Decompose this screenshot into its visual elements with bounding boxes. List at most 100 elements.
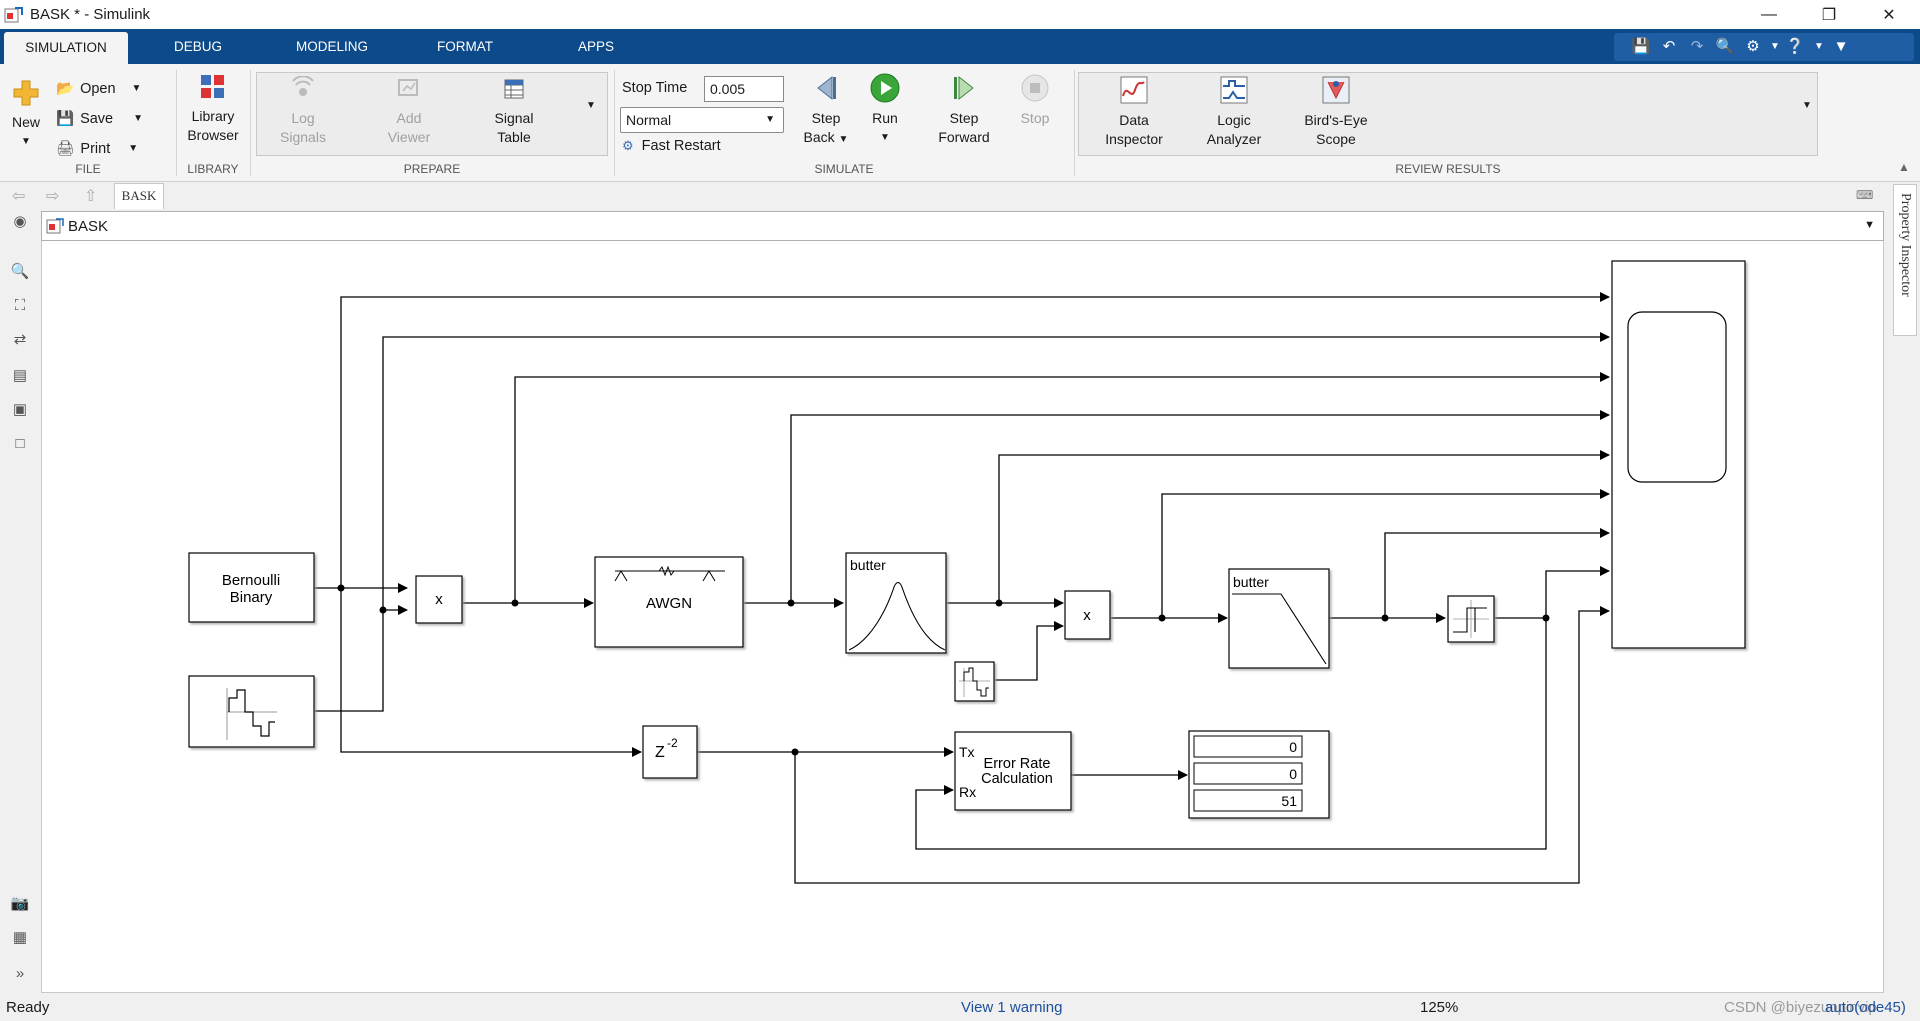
quick-access-toolbar: 💾 ↶ ↷ 🔍 ⚙ ▼ ❔ ▼ ▼ (1614, 33, 1914, 61)
keyboard-icon[interactable]: ⌨ (1856, 188, 1874, 202)
step-forward-button[interactable]: Step Forward (932, 72, 996, 147)
back-arrow-icon[interactable]: ⇦ (12, 188, 26, 205)
undo-icon[interactable]: ↶ (1662, 38, 1676, 55)
lowpass-filter-block[interactable]: butter (1228, 568, 1330, 669)
awgn-channel-block[interactable]: AWGN (594, 556, 744, 648)
canvas-palette: ◉ 🔍 ⛶ ⇄ ▤ ▣ □ 📷 ▦ » (0, 210, 41, 994)
stop-time-input[interactable]: 0.005 (704, 76, 784, 102)
save-button[interactable]: 💾Save▼ (56, 110, 144, 128)
image-icon[interactable]: ▣ (12, 401, 28, 418)
help-icon[interactable]: ❔ (1785, 38, 1805, 55)
ribbon-separator (614, 70, 615, 176)
tab-apps[interactable]: APPS (577, 39, 615, 54)
model-canvas[interactable]: Bernoulli Binary x AWGN butter x butter (41, 241, 1884, 993)
fast-restart-toggle[interactable]: ⚙Fast Restart (622, 138, 721, 154)
hide-explorer-icon[interactable]: ◉ (13, 213, 27, 230)
branch-point (337, 584, 345, 592)
carrier-source-2-block[interactable] (954, 661, 995, 702)
error-rate-calculation-block[interactable]: Tx Rx Error Rate Calculation (954, 731, 1072, 811)
library-group: Library Browser LIBRARY (176, 70, 250, 176)
print-button[interactable]: 🖨Print▼ (56, 140, 139, 158)
signal-line (514, 372, 1610, 603)
signal-line (998, 450, 1610, 603)
gallery-expand-icon[interactable]: ▼ (1802, 100, 1812, 111)
annotation-icon[interactable]: ▤ (12, 367, 28, 384)
product-block[interactable]: x (415, 575, 463, 624)
delay-exponent-label: -2 (667, 736, 678, 750)
property-inspector-tab[interactable]: Property Inspector (1893, 184, 1917, 336)
chevron-down-icon[interactable]: ▼ (1770, 41, 1780, 52)
signal-line (915, 618, 1547, 850)
collapse-panel-icon[interactable]: ▲ (1898, 160, 1910, 174)
forward-arrow-icon[interactable]: ⇨ (46, 188, 60, 205)
awgn-label: AWGN (646, 595, 692, 612)
close-button[interactable]: ✕ (1882, 6, 1896, 24)
community-icon[interactable]: ⚙ (1746, 38, 1760, 55)
model-browser-icon[interactable]: ▦ (12, 929, 28, 946)
area-icon[interactable]: □ (15, 435, 25, 452)
add-viewer-icon (398, 79, 418, 96)
gallery-expand-icon[interactable]: ▼ (586, 100, 596, 111)
tab-debug[interactable]: DEBUG (173, 39, 222, 54)
model-path[interactable]: BASK (68, 218, 109, 235)
signal-line (790, 410, 1610, 603)
bandpass-filter-block[interactable]: butter (845, 552, 947, 654)
step-back-button[interactable]: Step Back ▼ (796, 72, 856, 149)
tab-modeling[interactable]: MODELING (295, 39, 368, 54)
ribbon-separator (176, 70, 177, 176)
minimize-button[interactable]: — (1761, 5, 1777, 23)
window-title: BASK * - Simulink (30, 6, 151, 23)
simulation-mode-select[interactable]: Normal ▼ (620, 107, 784, 133)
tab-format[interactable]: FORMAT (437, 39, 493, 54)
stop-button[interactable]: Stop (1008, 72, 1062, 128)
restore-button[interactable]: ❐ (1821, 6, 1837, 24)
scope-block[interactable] (1611, 260, 1746, 649)
tab-simulation[interactable]: SIMULATION (4, 32, 128, 64)
ribbon-separator (1074, 70, 1075, 176)
signal-table-icon (504, 79, 524, 99)
signal-line (1384, 528, 1610, 618)
simulink-app-icon (4, 6, 23, 22)
branch-point (791, 748, 799, 756)
arrow-direction-icon[interactable]: ⇄ (13, 331, 27, 348)
solver-link[interactable]: auto(ode45) (1825, 999, 1906, 1016)
zoom-icon[interactable]: 🔍 (10, 263, 30, 280)
fit-to-view-icon[interactable]: ⛶ (14, 297, 26, 314)
search-icon[interactable]: 🔍 (1715, 38, 1735, 55)
open-button[interactable]: 📂Open▼ (56, 80, 142, 98)
library-group-label: LIBRARY (187, 162, 239, 176)
carrier-source-block[interactable] (188, 675, 315, 748)
file-group: New ▼ 📂Open▼ 💾Save▼ 🖨Print▼ FILE (0, 70, 176, 176)
product-2-block[interactable]: x (1064, 590, 1111, 640)
signal-line (315, 605, 408, 712)
warning-link[interactable]: View 1 warning (961, 999, 1063, 1016)
bernoulli-label-line1: Bernoulli (222, 572, 280, 589)
chevron-down-icon[interactable]: ▼ (1864, 219, 1875, 231)
logic-analyzer-icon (1220, 76, 1248, 104)
fast-restart-icon: ⚙ (622, 138, 634, 153)
chevron-down-icon[interactable]: ▼ (1814, 41, 1824, 52)
relay-block[interactable] (1447, 595, 1495, 643)
screenshot-icon[interactable]: 📷 (10, 895, 30, 912)
branch-point (379, 606, 387, 614)
data-inspector-icon (1120, 76, 1148, 104)
display-block[interactable]: 0 0 51 (1188, 730, 1330, 819)
model-tab[interactable]: BASK (114, 183, 164, 209)
library-browser-button[interactable]: Library Browser (180, 72, 246, 145)
run-button[interactable]: Run ▼ (862, 72, 908, 147)
collapse-ribbon-icon[interactable]: ▼ (1833, 38, 1849, 55)
signal-line (1161, 489, 1610, 618)
delay-block[interactable]: Z -2 (642, 725, 698, 779)
save-icon[interactable]: 💾 (1631, 38, 1651, 55)
expand-palette-icon[interactable]: » (15, 965, 25, 982)
bernoulli-binary-block[interactable]: Bernoulli Binary (188, 552, 315, 623)
up-arrow-icon[interactable]: ⇧ (84, 188, 98, 205)
redo-icon[interactable]: ↷ (1690, 38, 1704, 55)
new-button[interactable]: New ▼ (6, 78, 46, 151)
